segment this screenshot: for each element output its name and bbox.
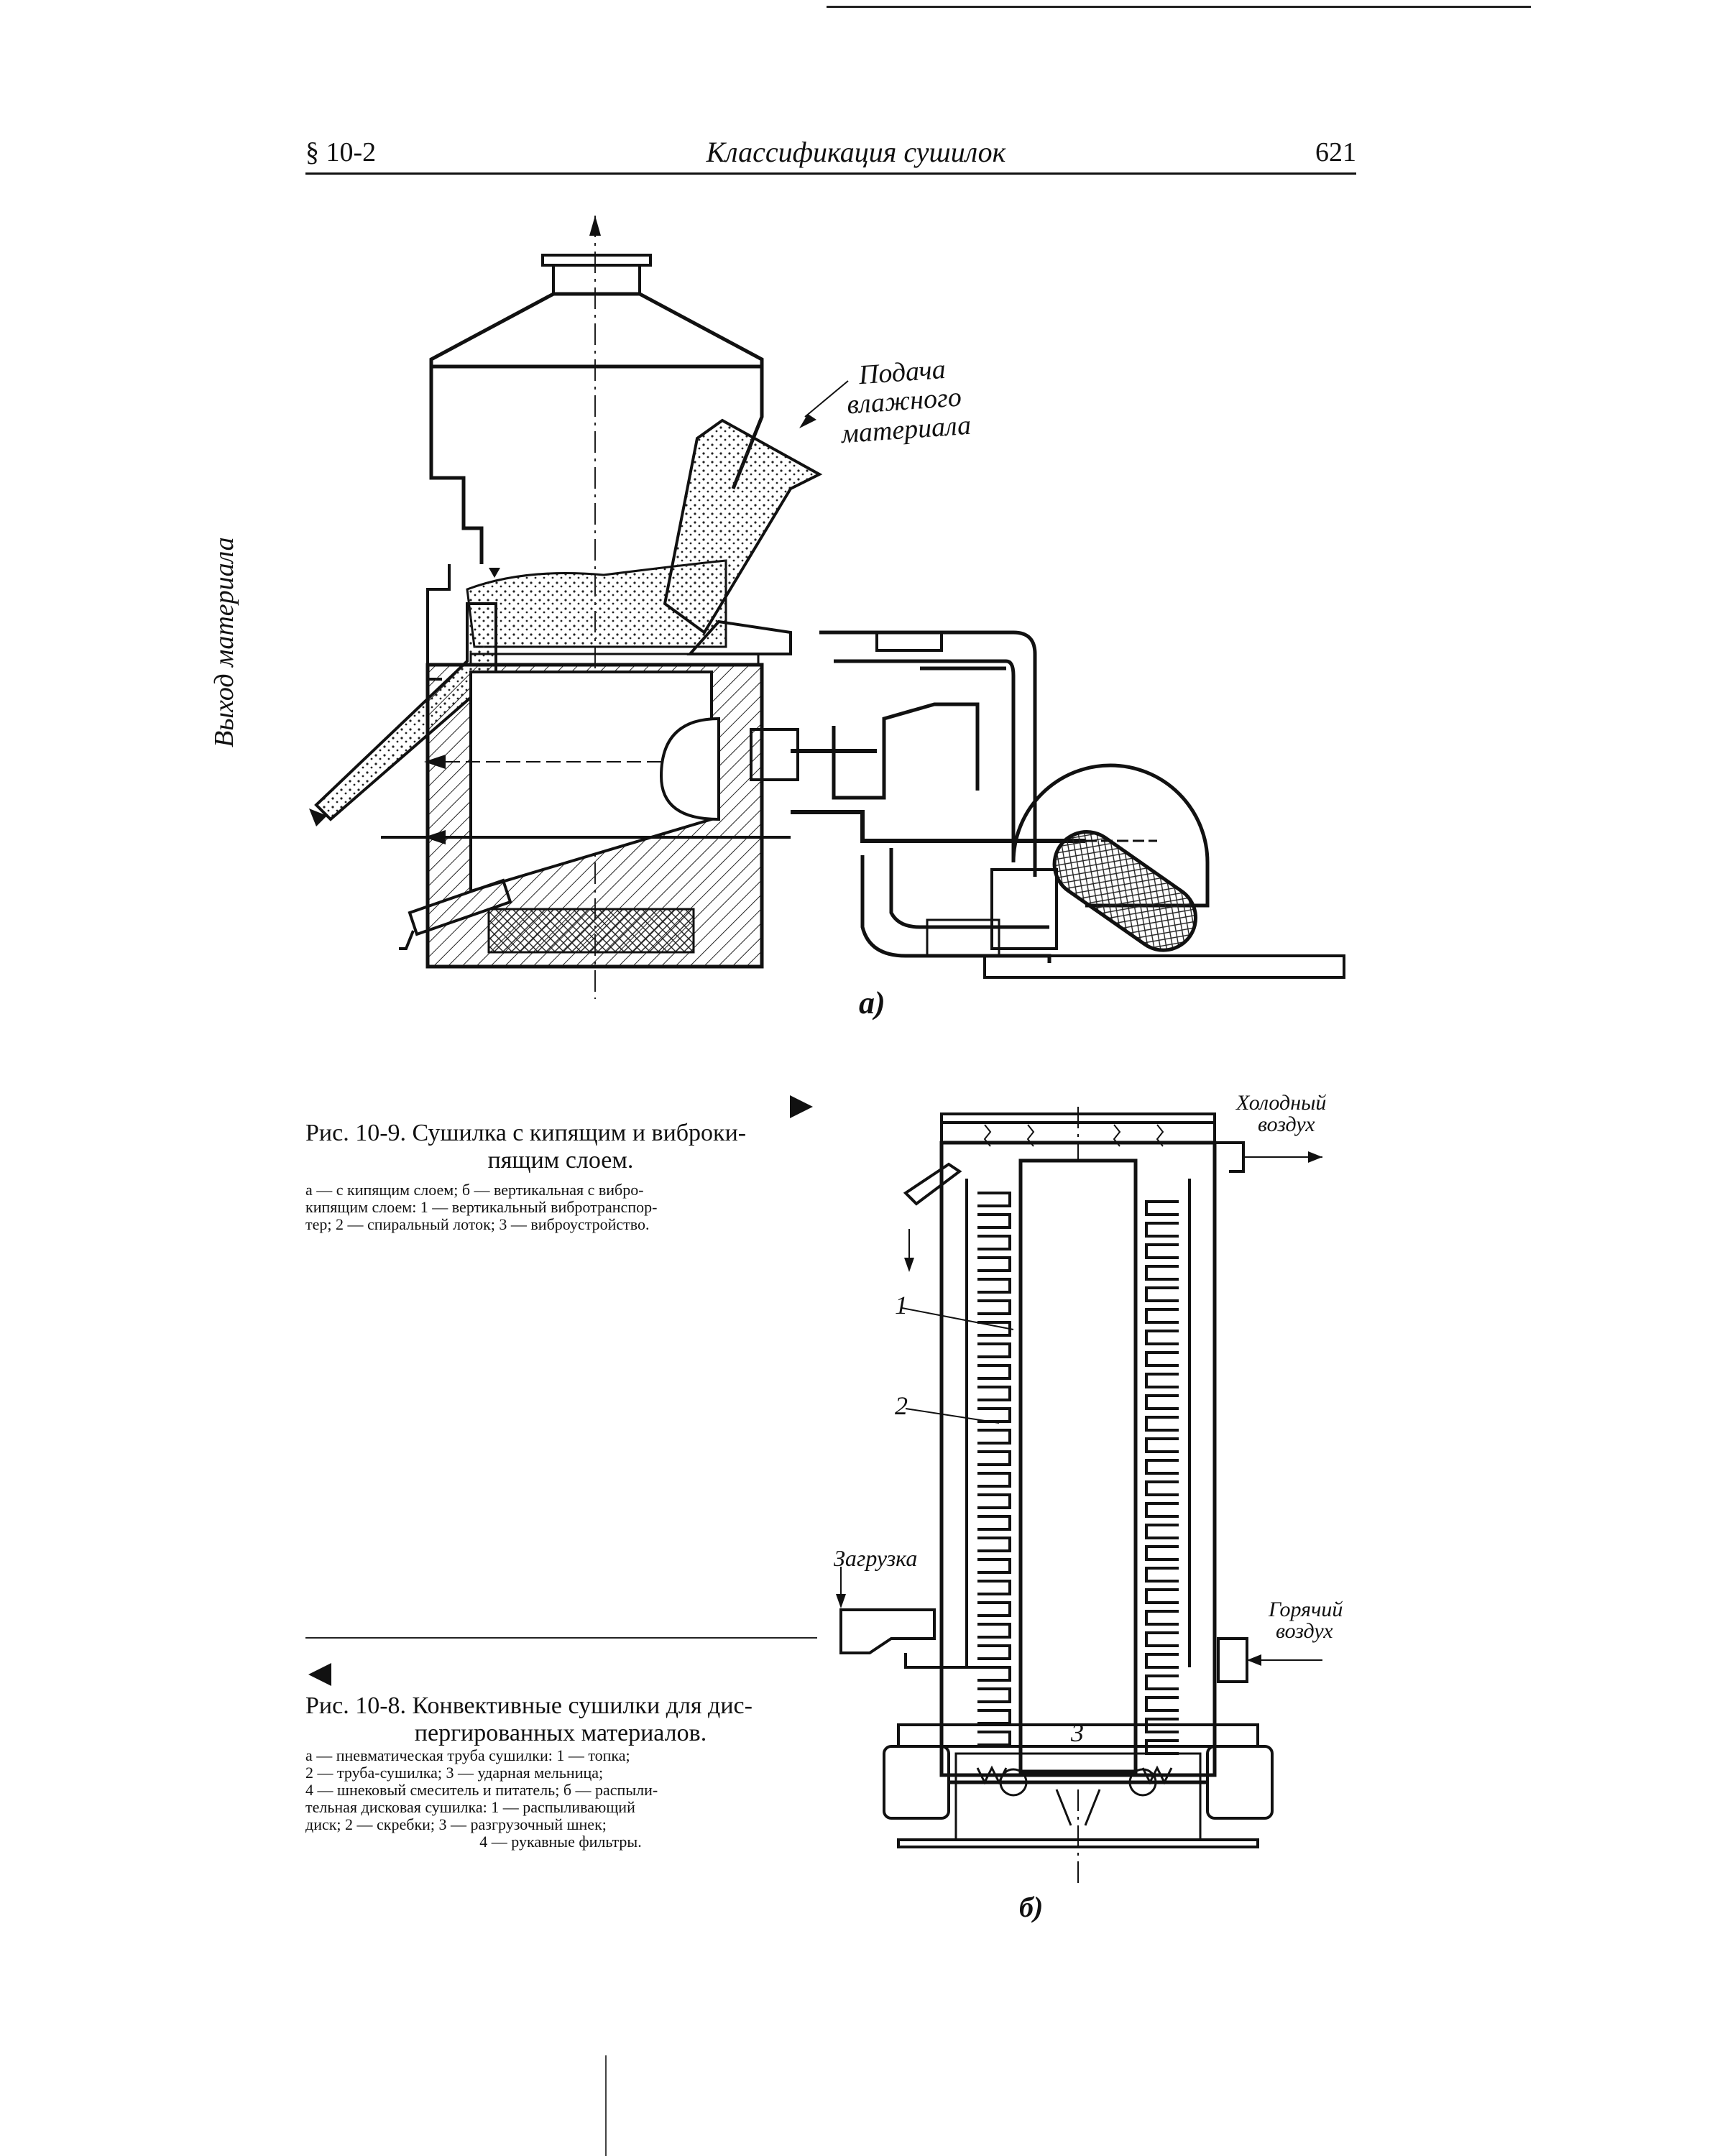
tray-rung-left — [977, 1342, 1011, 1358]
tray-rung-right — [1145, 1416, 1179, 1432]
spiral-trays-left — [965, 1179, 1011, 1746]
hot-air-line2: воздух — [1276, 1619, 1333, 1643]
tray-rung-left — [977, 1580, 1011, 1595]
tray-rung-right — [1145, 1524, 1179, 1539]
tray-rung-right — [1145, 1437, 1179, 1453]
label-number-1: 1 — [895, 1291, 908, 1319]
tray-rung-right — [1145, 1459, 1179, 1475]
hot-air-line1: Горячий — [1269, 1598, 1343, 1621]
caption-10-9-title-2: пящим слоем. — [487, 1147, 634, 1174]
tray-rung-left — [977, 1666, 1011, 1682]
page-number: 621 — [1315, 137, 1356, 167]
tray-rung-left — [977, 1386, 1011, 1401]
label-number-2: 2 — [895, 1391, 908, 1420]
tray-rung-right — [1145, 1502, 1179, 1518]
tray-rung-left — [977, 1709, 1011, 1725]
caption-fig-10-9: Рис. 10-9. Сушилка с кипящим и виброки- … — [305, 1120, 816, 1233]
label-number-3: 3 — [1071, 1718, 1084, 1747]
tray-rung-left — [977, 1515, 1011, 1531]
tray-rung-left — [977, 1321, 1011, 1337]
tray-rung-left — [977, 1429, 1011, 1445]
cold-air-line1: Холодный — [1236, 1091, 1327, 1115]
tray-rung-left — [977, 1472, 1011, 1488]
tray-rung-right — [1145, 1286, 1179, 1302]
tray-rung-right — [1145, 1674, 1179, 1690]
tray-rung-right — [1145, 1243, 1179, 1259]
tray-rung-right — [1145, 1610, 1179, 1626]
tray-rung-left — [977, 1235, 1011, 1250]
spiral-trays-right — [1145, 1179, 1191, 1755]
tray-rung-right — [1145, 1653, 1179, 1669]
tray-rung-right — [1145, 1330, 1179, 1345]
feed-label: Подача влажного материала — [801, 351, 1008, 451]
tray-rung-left — [977, 1256, 1011, 1272]
tray-rung-left — [977, 1213, 1011, 1229]
figure-b-drawing — [836, 1107, 1322, 1883]
hot-air-label: Горячий воздух — [1269, 1599, 1343, 1642]
header-rule — [305, 172, 1356, 175]
panel-label-b: б) — [1019, 1891, 1044, 1923]
tray-rung-right — [1145, 1588, 1179, 1604]
tray-rung-left — [977, 1407, 1011, 1423]
tray-rung-left — [977, 1687, 1011, 1703]
running-title: Классификация сушилок — [706, 136, 1006, 168]
caption-10-9-body-3: тер; 2 — спиральный лоток; 3 — виброустр… — [305, 1215, 650, 1233]
tray-rung-right — [1145, 1631, 1179, 1647]
tray-rung-left — [977, 1493, 1011, 1509]
caption-fig-10-8: Рис. 10-8. Конвективные сушилки для дис-… — [305, 1692, 816, 1851]
tray-rung-left — [977, 1537, 1011, 1552]
triangle-right-icon — [790, 1095, 813, 1118]
tray-rung-left — [977, 1623, 1011, 1639]
tray-rung-left — [977, 1299, 1011, 1315]
top-edge-rule — [827, 6, 1531, 8]
tray-rung-left — [977, 1278, 1011, 1294]
tray-rung-right — [1145, 1394, 1179, 1410]
tray-rung-left — [977, 1364, 1011, 1380]
tray-rung-left — [977, 1731, 1011, 1746]
tray-rung-left — [977, 1192, 1011, 1207]
caption-10-9-body-1: а — с кипящим слоем; б — вертикальная с … — [305, 1181, 644, 1199]
section-number: § 10-2 — [305, 137, 377, 167]
triangle-left-icon — [308, 1663, 331, 1686]
tray-rung-right — [1145, 1265, 1179, 1281]
figure-a-drawing — [309, 216, 1345, 999]
caption-10-9-title-1: Рис. 10-9. Сушилка с кипящим и виброки- — [305, 1120, 747, 1146]
tray-rung-left — [977, 1644, 1011, 1660]
caption-10-8-body-1: а — пневматическая труба сушилки: 1 — то… — [305, 1746, 630, 1764]
caption-10-8-title-1: Рис. 10-8. Конвективные сушилки для дис- — [305, 1692, 753, 1719]
page-gutter-line — [605, 2055, 607, 2156]
cold-air-line2: воздух — [1258, 1112, 1315, 1136]
tray-rung-right — [1145, 1200, 1179, 1216]
tray-rung-right — [1145, 1222, 1179, 1238]
caption-10-8-body-3: 4 — шнековый смеситель и питатель; б — р… — [305, 1781, 658, 1799]
tray-rung-right — [1145, 1373, 1179, 1388]
tray-rung-right — [1145, 1351, 1179, 1367]
loading-label: Загрузка — [834, 1545, 918, 1571]
panel-label-a: а) — [859, 985, 885, 1021]
tray-rung-left — [977, 1450, 1011, 1466]
tray-rung-right — [1145, 1696, 1179, 1712]
caption-10-8-body-6: 4 — рукавные фильтры. — [479, 1833, 642, 1851]
caption-10-8-body-2: 2 — труба-сушилка; 3 — ударная мельница; — [305, 1764, 604, 1782]
caption-10-8-body-5: диск; 2 — скребки; 3 — разгрузочный шнек… — [305, 1815, 607, 1833]
caption-10-9-body-2: кипящим слоем: 1 — вертикальный вибротра… — [305, 1198, 658, 1216]
tray-rung-right — [1145, 1308, 1179, 1324]
tray-rung-right — [1145, 1480, 1179, 1496]
caption-separator — [305, 1637, 817, 1639]
tray-rung-right — [1145, 1545, 1179, 1561]
caption-10-8-body-4: тельная дисковая сушилка: 1 — распыливаю… — [305, 1798, 635, 1816]
output-label: Выход материала — [209, 537, 239, 747]
cold-air-label: Холодный воздух — [1236, 1092, 1326, 1135]
tray-rung-left — [977, 1558, 1011, 1574]
tray-rung-left — [977, 1601, 1011, 1617]
tray-rung-right — [1145, 1567, 1179, 1583]
caption-10-8-title-2: пергированных материалов. — [414, 1720, 707, 1746]
